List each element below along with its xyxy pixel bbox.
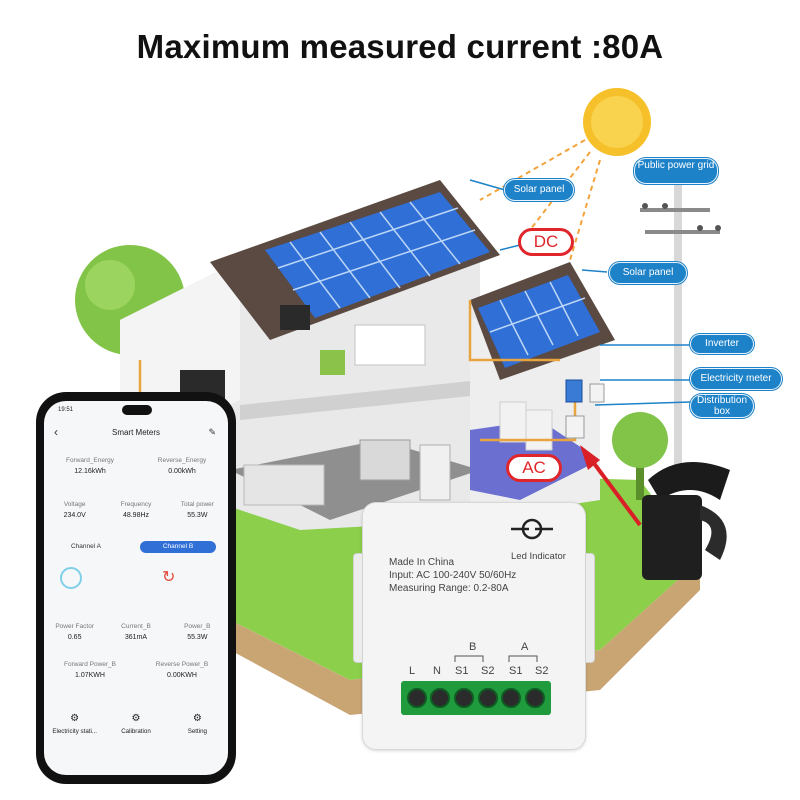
group-brackets [454, 655, 538, 662]
current-clamp [642, 462, 730, 580]
nav-station-label: Electricity stati... [52, 728, 98, 735]
forward-power-b-label: Forward Power_B [63, 661, 117, 668]
kitchen-counter [243, 464, 325, 506]
refresh-ring-icon[interactable] [60, 567, 82, 589]
terminal-label-b-s2: S2 [481, 665, 495, 677]
ac-tag: AC [506, 454, 562, 482]
phone-screen: 19:51 ‹ Smart Meters ✎ Forward_Energy 12.… [44, 401, 228, 775]
tab-channel-a[interactable]: Channel A [71, 543, 101, 550]
forward-power-b-value: 1.07KWH [75, 672, 105, 679]
pencil-icon[interactable]: ✎ [208, 427, 216, 437]
terminal-block [401, 681, 551, 715]
gear-icon: ⚙ [70, 713, 80, 724]
fridge [419, 444, 451, 501]
terminal-label-l: L [409, 665, 416, 677]
energy-row: Forward_Energy 12.16kWh Reverse_Energy 0.0… [44, 457, 228, 475]
power-b-value: 55.3W [187, 634, 208, 641]
terminal-screw [525, 688, 546, 708]
utility-pole [640, 185, 721, 465]
nav-calibration[interactable]: ⚙ Calibration [105, 713, 166, 735]
callout-public-power-grid: Public power grid [634, 158, 718, 184]
sun-icon [583, 88, 651, 156]
distribution-box [565, 415, 585, 439]
smartphone: 19:51 ‹ Smart Meters ✎ Forward_Energy 12.… [36, 392, 236, 784]
status-time: 19:51 [58, 407, 74, 413]
tv [280, 305, 310, 330]
terminal-screw [477, 688, 498, 708]
callout-electricity-meter: Electricity meter [690, 368, 782, 390]
power-row: Forward Power_B 1.07KWH Reverse Power_B 0.… [44, 661, 228, 679]
solar-panel-main [265, 192, 490, 318]
arrow-icon [580, 445, 642, 527]
measuring-range-text: Measuring Range: 0.2-80A [389, 583, 509, 594]
washer [499, 401, 527, 443]
side-clip-left [353, 553, 363, 663]
frequency-value: 48.98Hz [122, 512, 150, 519]
solar-panel-annex [478, 275, 600, 368]
current-b-label: Current_B [121, 623, 151, 630]
camera-notch [122, 405, 152, 415]
reverse-power-b-value: 0.00KWH [167, 672, 197, 679]
made-in-text: Made In China [389, 557, 455, 568]
headline: Maximum measured current :80A [136, 28, 664, 65]
tab-channel-b[interactable]: Channel B [140, 541, 216, 553]
reset-icon[interactable]: ↻ [162, 569, 176, 586]
callout-solar-panel: Solar panel [504, 179, 574, 201]
forward-energy-value: 12.16kWh [74, 468, 106, 475]
terminal-screw [406, 688, 427, 708]
reverse-power-b-label: Reverse Power_B [155, 661, 209, 668]
power-b-label: Power_B [184, 623, 211, 630]
input-rating-text: Input: AC 100-240V 50/60Hz [389, 570, 517, 581]
nav-calibration-label: Calibration [121, 728, 151, 735]
callout-solar-panel-right: Solar panel [609, 262, 687, 284]
total-power-value: 55.3W [187, 512, 208, 519]
back-icon[interactable]: ‹ [54, 425, 58, 439]
terminal-screw [430, 688, 451, 708]
terminal-screw [501, 688, 522, 708]
voltage-label: Voltage [63, 501, 86, 508]
channel-row: Power Factor 0.65 Current_B 361mA Power_B 5… [44, 623, 228, 641]
dc-tag: DC [518, 228, 574, 256]
terminal-label-a-s2: S2 [535, 665, 549, 677]
power-factor-value: 0.65 [67, 634, 82, 641]
terminal-label-a-s1: S1 [509, 665, 523, 677]
forward-energy-label: Forward_Energy [65, 457, 115, 464]
group-b-label: B [469, 641, 477, 653]
terminal-label-n: N [433, 665, 441, 677]
terminal-label-b-s1: S1 [455, 665, 469, 677]
bottom-nav: ⚙ Electricity stati... ⚙ Calibration ⚙ Sett… [44, 713, 228, 735]
gear-icon: ⚙ [192, 713, 202, 724]
nav-setting-label: Setting [187, 728, 207, 735]
tree-right [612, 412, 668, 500]
reverse-energy-label: Reverse_Energy [157, 457, 207, 464]
callout-inverter: Inverter [690, 334, 754, 354]
led-indicator-icon [511, 518, 553, 540]
terminal-screw [454, 688, 475, 708]
inverter-box [565, 379, 583, 403]
power-factor-label: Power Factor [55, 623, 94, 630]
led-indicator-label: Led Indicator [511, 551, 566, 562]
reverse-energy-value: 0.00kWh [168, 468, 196, 475]
group-a-label: A [521, 641, 529, 653]
energy-meter-module: Led Indicator Made In China Input: AC 10… [353, 502, 595, 750]
side-clip-right [585, 553, 595, 663]
callout-distribution-box: Distribution box [690, 394, 754, 418]
current-b-value: 361mA [124, 634, 148, 641]
voltage-value: 234.0V [63, 512, 86, 519]
page-title: Smart Meters [111, 428, 160, 437]
meter-box [589, 383, 605, 403]
nav-electricity-station[interactable]: ⚙ Electricity stati... [44, 713, 105, 735]
nav-setting[interactable]: ⚙ Setting [167, 713, 228, 735]
electrical-row: Voltage 234.0V Frequency 48.98Hz Total pow… [44, 501, 228, 519]
bed [354, 324, 426, 366]
gear-icon: ⚙ [131, 713, 141, 724]
total-power-label: Total power [180, 501, 214, 508]
frequency-label: Frequency [120, 501, 152, 508]
